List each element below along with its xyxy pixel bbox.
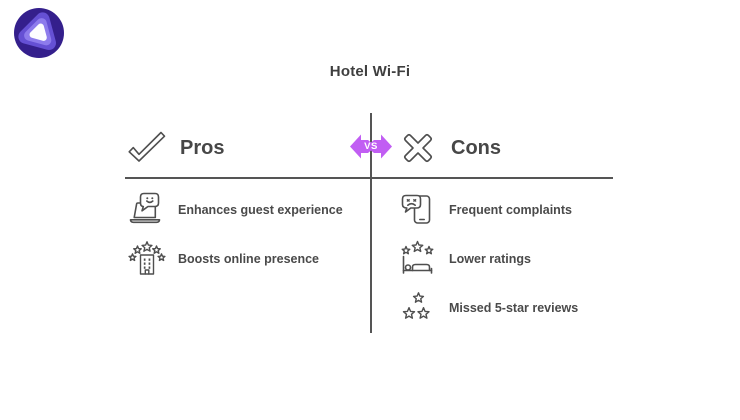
purevpn-logo-icon [14,8,64,58]
page-title: Hotel Wi-Fi [329,63,411,80]
pros-item: Boosts online presence [127,240,343,278]
cons-header: Cons [398,128,501,168]
three-stars-icon [398,289,438,327]
horizontal-divider [125,177,613,179]
cons-item: Lower ratings [398,240,578,278]
check-icon [127,128,167,168]
cons-item-label: Frequent complaints [449,203,572,217]
cross-icon [398,128,438,168]
vs-label: VS [364,141,378,152]
cons-item: Frequent complaints [398,191,578,229]
purevpn-logo[interactable] [14,8,64,58]
pros-item-label: Boosts online presence [178,252,320,266]
vs-arrows-icon [350,134,392,159]
bed-stars-icon [398,240,438,278]
pros-list: Enhances guest experience [127,191,343,278]
pros-heading: Pros [180,136,225,159]
cons-item-label: Lower ratings [449,252,531,266]
pros-header: Pros [127,128,224,168]
cons-heading: Cons [451,136,501,159]
pros-item-label: Enhances guest experience [178,203,343,217]
cons-item: Missed 5-star reviews [398,289,578,327]
laptop-happy-chat-icon [127,191,167,229]
cons-item-label: Missed 5-star reviews [449,301,579,315]
vs-badge: VS [350,132,392,161]
phone-sad-chat-icon [398,191,438,229]
cons-list: Frequent complaints Lower ratings [398,191,578,327]
pros-item: Enhances guest experience [127,191,343,229]
vertical-divider [370,113,372,333]
hotel-building-stars-icon [127,240,167,278]
